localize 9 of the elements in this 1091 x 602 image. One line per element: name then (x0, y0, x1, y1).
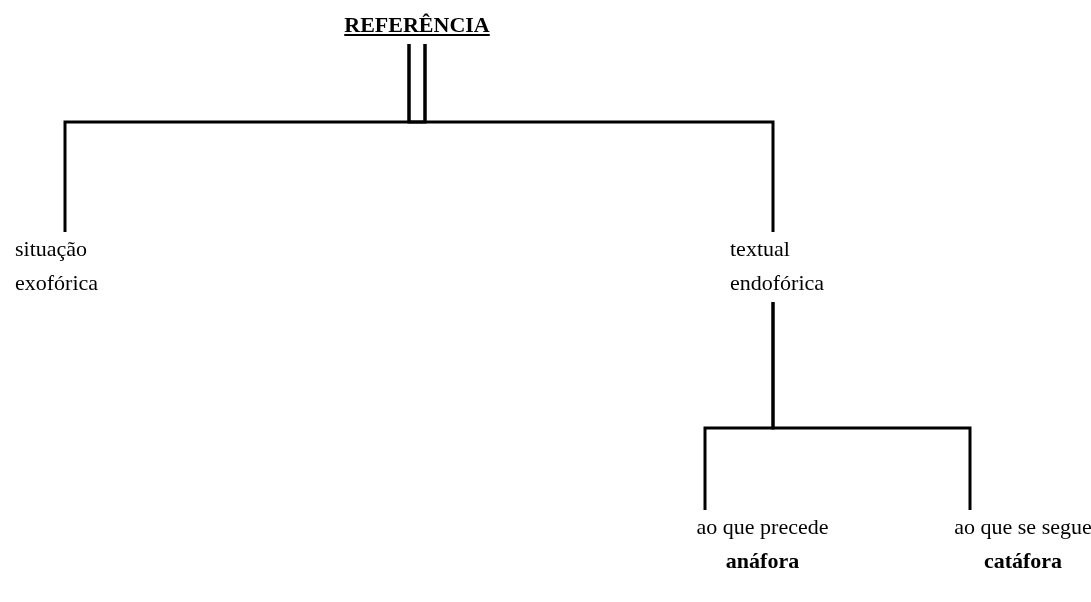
connector-line (771, 302, 972, 510)
term-label: catáfora (983, 547, 1063, 575)
branch-label: situação exofórica (15, 235, 100, 297)
branch-label: ao que precede (696, 513, 829, 541)
branch-label: textual endofórica (730, 235, 826, 297)
title-text: REFERÊNCIA (344, 11, 490, 39)
connector-line (407, 42, 775, 234)
branch-label: ao que se segue (954, 513, 1091, 541)
term-label: anáfora (725, 547, 800, 575)
